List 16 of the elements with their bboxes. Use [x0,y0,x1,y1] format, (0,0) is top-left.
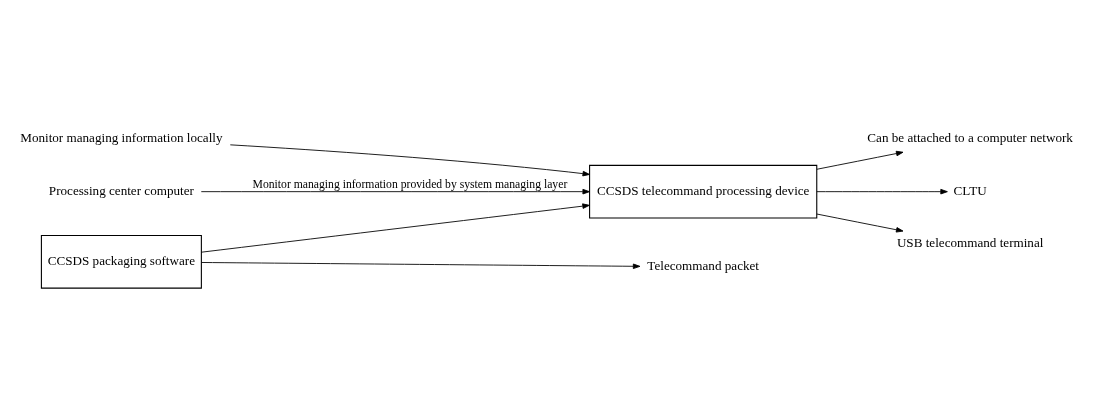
arrow [229,144,590,177]
arrow [200,188,590,195]
node-text: Can be attached to a computer network [867,130,1073,146]
arrow [816,213,904,233]
node-box: CCSDS telecommand processing device [589,164,818,219]
node-text: Monitor managing information locally [20,130,223,146]
node-text: Processing center computer [48,182,194,198]
node-box: CCSDS packaging software [40,234,202,289]
node-text: USB telecommand terminal [896,235,1044,251]
arrow [201,262,641,270]
edge-label: Monitor managing information provided by system managing layer [252,177,568,191]
arrow [201,203,590,253]
node-text: Telecommand packet [647,258,760,274]
arrow [816,150,904,170]
arrow [816,188,948,195]
node-text: CLTU [953,182,987,198]
